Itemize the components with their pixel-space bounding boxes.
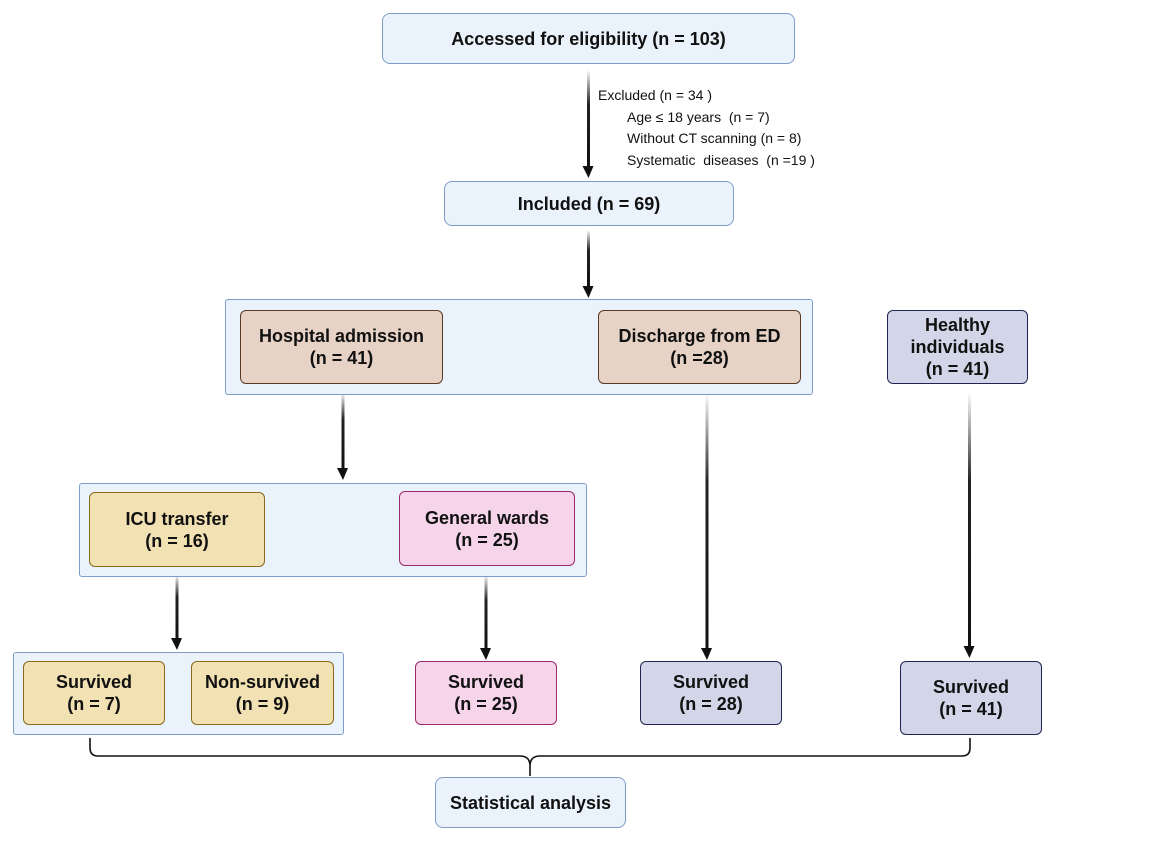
arrow-included-to-groups	[587, 230, 590, 288]
discharge-box: Discharge from ED (n =28)	[598, 310, 801, 384]
general-wards-count: (n = 25)	[455, 529, 519, 550]
arrow-wards-to-survived	[484, 574, 488, 650]
discharge-label: Discharge from ED	[618, 326, 781, 346]
general-wards-label: General wards	[424, 507, 550, 528]
excluded-item: Systematic diseases (n =19 )	[627, 151, 815, 168]
healthy-survived-label: Survived	[932, 677, 1010, 697]
healthy-box: Healthy individuals (n = 41)	[887, 310, 1028, 384]
general-wards-box: General wards (n = 25)	[399, 491, 575, 566]
healthy-label-1: Healthy	[924, 315, 991, 335]
included-box: Included (n = 69)	[444, 181, 734, 226]
icu-survived-label: Survived	[55, 672, 133, 692]
excluded-note: Excluded (n = 34 ) Age ≤ 18 years (n = 7…	[598, 85, 815, 171]
discharge-count: (n =28)	[670, 348, 729, 368]
arrow-icu-to-outcomes	[175, 574, 179, 640]
icu-transfer-count: (n = 16)	[145, 530, 209, 551]
arrow-eligibility-to-included	[587, 70, 590, 168]
excluded-item: Age ≤ 18 years (n = 7)	[627, 108, 770, 125]
arrow-healthy-to-survived	[968, 392, 971, 648]
healthy-survived-count: (n = 41)	[939, 699, 1003, 719]
included-label: Included (n = 69)	[517, 193, 661, 214]
wards-survived-label: Survived	[447, 672, 525, 692]
healthy-label-2: individuals	[910, 337, 1005, 357]
icu-transfer-label: ICU transfer	[125, 508, 229, 529]
brace-to-statistical	[89, 738, 971, 776]
hospital-admission-box: Hospital admission (n = 41)	[240, 310, 443, 384]
icu-nonsurvived-label: Non-survived	[204, 672, 321, 692]
discharge-survived-label: Survived	[672, 672, 750, 692]
hospital-admission-label: Hospital admission	[258, 326, 425, 346]
icu-survived-box: Survived (n = 7)	[23, 661, 165, 725]
wards-survived-count: (n = 25)	[454, 694, 518, 714]
discharge-survived-box: Survived (n = 28)	[640, 661, 782, 725]
healthy-count: (n = 41)	[925, 359, 990, 379]
hospital-admission-count: (n = 41)	[309, 348, 374, 368]
icu-nonsurvived-count: (n = 9)	[235, 694, 290, 714]
icu-nonsurvived-box: Non-survived (n = 9)	[191, 661, 334, 725]
discharge-survived-count: (n = 28)	[679, 694, 743, 714]
icu-transfer-box: ICU transfer (n = 16)	[89, 492, 265, 567]
statistical-analysis-box: Statistical analysis	[435, 777, 626, 828]
eligibility-box: Accessed for eligibility (n = 103)	[382, 13, 795, 64]
wards-survived-box: Survived (n = 25)	[415, 661, 557, 725]
healthy-survived-box: Survived (n = 41)	[900, 661, 1042, 735]
arrow-discharge-to-survived	[705, 392, 709, 650]
excluded-title: Excluded (n = 34 )	[598, 87, 713, 103]
arrow-hospital-to-icu-group	[341, 392, 345, 470]
icu-survived-count: (n = 7)	[67, 694, 121, 714]
excluded-item: Without CT scanning (n = 8)	[627, 130, 802, 146]
eligibility-label: Accessed for eligibility (n = 103)	[451, 28, 726, 49]
statistical-analysis-label: Statistical analysis	[449, 792, 612, 813]
